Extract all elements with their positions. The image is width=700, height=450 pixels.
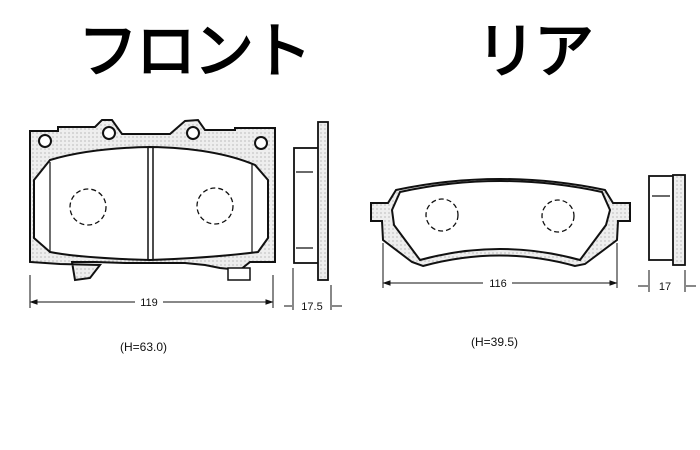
rear-title: リア bbox=[476, 17, 594, 87]
front-title: フロント bbox=[78, 17, 312, 87]
front-piston-circle-right bbox=[196, 187, 234, 225]
front-friction-material bbox=[33, 145, 269, 262]
rear-pad-drawing bbox=[370, 174, 686, 268]
front-pad-drawing bbox=[29, 118, 329, 282]
rear-width-label: 116 bbox=[489, 278, 507, 290]
rear-width-dimension bbox=[382, 243, 696, 292]
front-piston-circle-left bbox=[69, 188, 107, 226]
rear-piston-circle-right bbox=[541, 199, 575, 233]
front-height-label: (H=63.0) bbox=[120, 340, 168, 354]
rear-side-view-pad bbox=[648, 175, 675, 261]
wear-sensor bbox=[227, 267, 251, 281]
rear-height-label: (H=39.5) bbox=[471, 335, 519, 349]
front-thickness-label: 17.5 bbox=[301, 301, 322, 313]
front-side-view-pad bbox=[293, 147, 320, 264]
rear-side-view-plate bbox=[672, 174, 686, 266]
front-width-dimension bbox=[29, 268, 342, 310]
front-width-label: 119 bbox=[140, 297, 158, 309]
rear-piston-circle-left bbox=[425, 198, 459, 232]
rear-thickness-label: 17 bbox=[659, 281, 671, 293]
rear-friction-material bbox=[390, 180, 612, 262]
front-side-view-plate bbox=[317, 121, 329, 281]
